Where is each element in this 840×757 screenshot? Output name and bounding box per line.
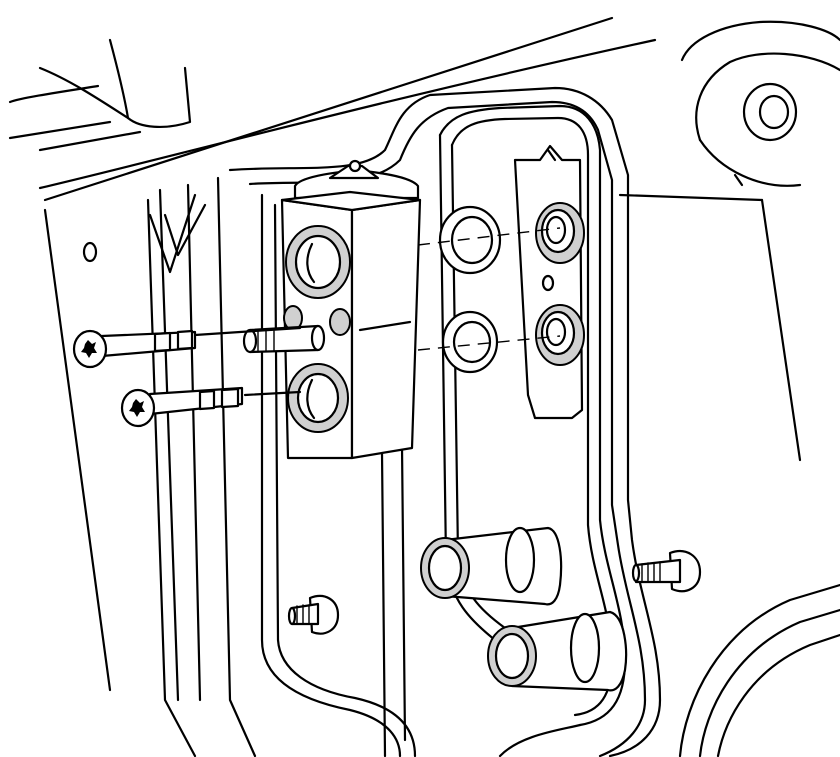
heater-core-pipe-lower [487,610,628,692]
o-ring-seal-upper [438,205,502,275]
torx-bolt-upper [72,326,302,369]
mounting-stud-left [287,594,340,635]
mounting-stud-right [631,550,702,593]
evaporator-tube-flange [513,144,585,420]
o-ring-seal-lower [441,310,499,374]
gasket-outline [228,86,662,757]
heater-core-pipe-upper [420,526,563,606]
hvac-module-housing [8,16,840,757]
expansion-valve [242,159,422,460]
torx-bolt-lower [120,386,302,428]
